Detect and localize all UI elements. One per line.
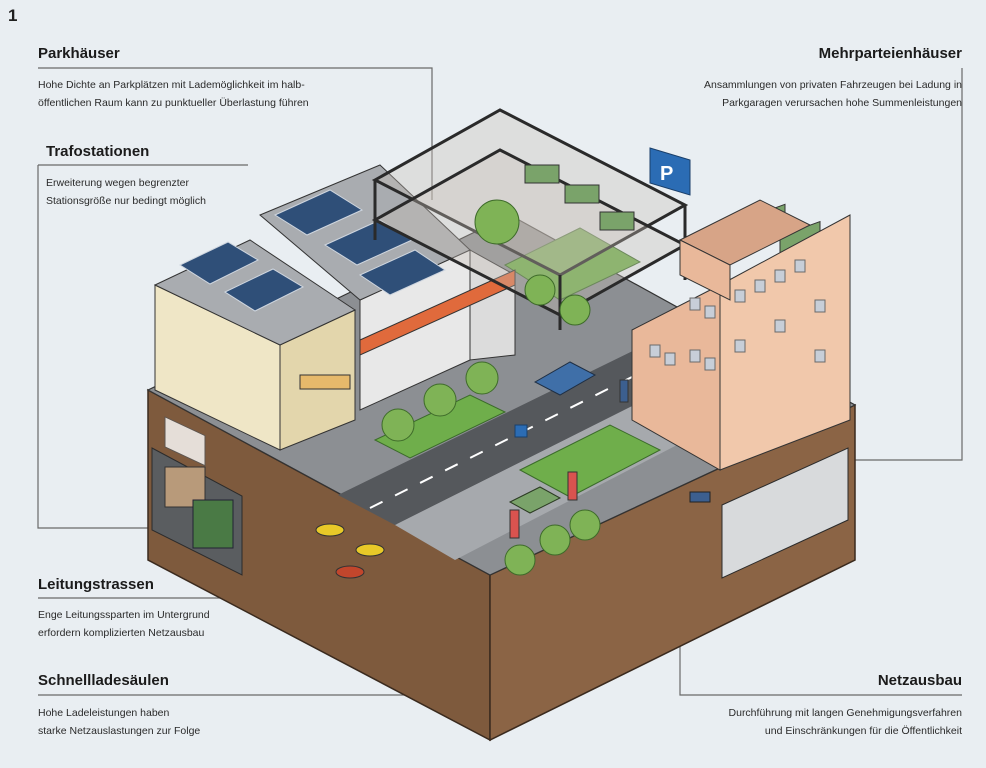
callout-parkhaeuser-line1: Hohe Dichte an Parkplätzen mit Lademögli… (38, 79, 305, 91)
callout-mehrparteien-title: Mehrparteienhäuser (818, 45, 962, 62)
figure-number: 1 (8, 6, 18, 25)
apartment-building (631, 199, 851, 471)
callout-parkhaeuser-line2: öffentlichen Raum kann zu punktueller Üb… (38, 97, 309, 109)
leader-trafo (37, 165, 200, 529)
charging-station-icon (509, 379, 629, 539)
leader-mehrparteien (840, 68, 963, 461)
callout-schnell-line1: Hohe Ladeleistungen haben (38, 707, 170, 719)
charging-car (508, 486, 562, 514)
cable-pipe-icon (315, 491, 711, 579)
callout-leitung-line2: erfordern komplizierten Netzausbau (38, 627, 205, 639)
callout-parkhaeuser-title: Parkhäuser (38, 45, 120, 62)
callout-schnell-line2: starke Netzauslastungen zur Folge (38, 725, 201, 737)
callout-trafo-line1: Erweiterung wegen begrenzter (46, 177, 190, 189)
street-sign (514, 424, 528, 438)
callout-netz-line2: und Einschränkungen für die Öffentlichke… (764, 725, 962, 737)
callout-leitung-line1: Enge Leitungssparten im Untergrund (38, 609, 210, 621)
parking-sign-icon: P (649, 147, 691, 196)
solar-panels (178, 241, 305, 312)
vehicles (508, 361, 597, 514)
callout-trafo-line2: Stationsgröße nur bedingt möglich (46, 195, 206, 207)
callout-mehrparteien-line2: Parkgaragen verursachen hohe Summenleist… (722, 97, 962, 109)
callout-mehrparteien-line1: Ansammlungen von privaten Fahrzeugen bei… (703, 79, 962, 91)
grass-lot (518, 424, 662, 498)
callout-trafo-title: Trafostationen (46, 143, 150, 160)
office-building (153, 239, 357, 467)
transformer-icon (192, 499, 234, 549)
soil-block (147, 203, 856, 742)
shop-building (259, 164, 516, 411)
blue-van (533, 361, 597, 396)
leader-parkhaeuser (38, 67, 433, 200)
callout-leitung-title: Leitungstrassen (38, 576, 154, 593)
awning (299, 374, 351, 390)
callout-schnell-title: Schnellladesäulen (38, 672, 169, 689)
parking-garage (371, 108, 689, 330)
svg-text:P: P (660, 163, 673, 185)
callout-netz-line1: Durchführung mit langen Genehmigungsverf… (728, 707, 962, 719)
callout-netz-title: Netzausbau (877, 672, 962, 689)
trees (381, 199, 601, 576)
